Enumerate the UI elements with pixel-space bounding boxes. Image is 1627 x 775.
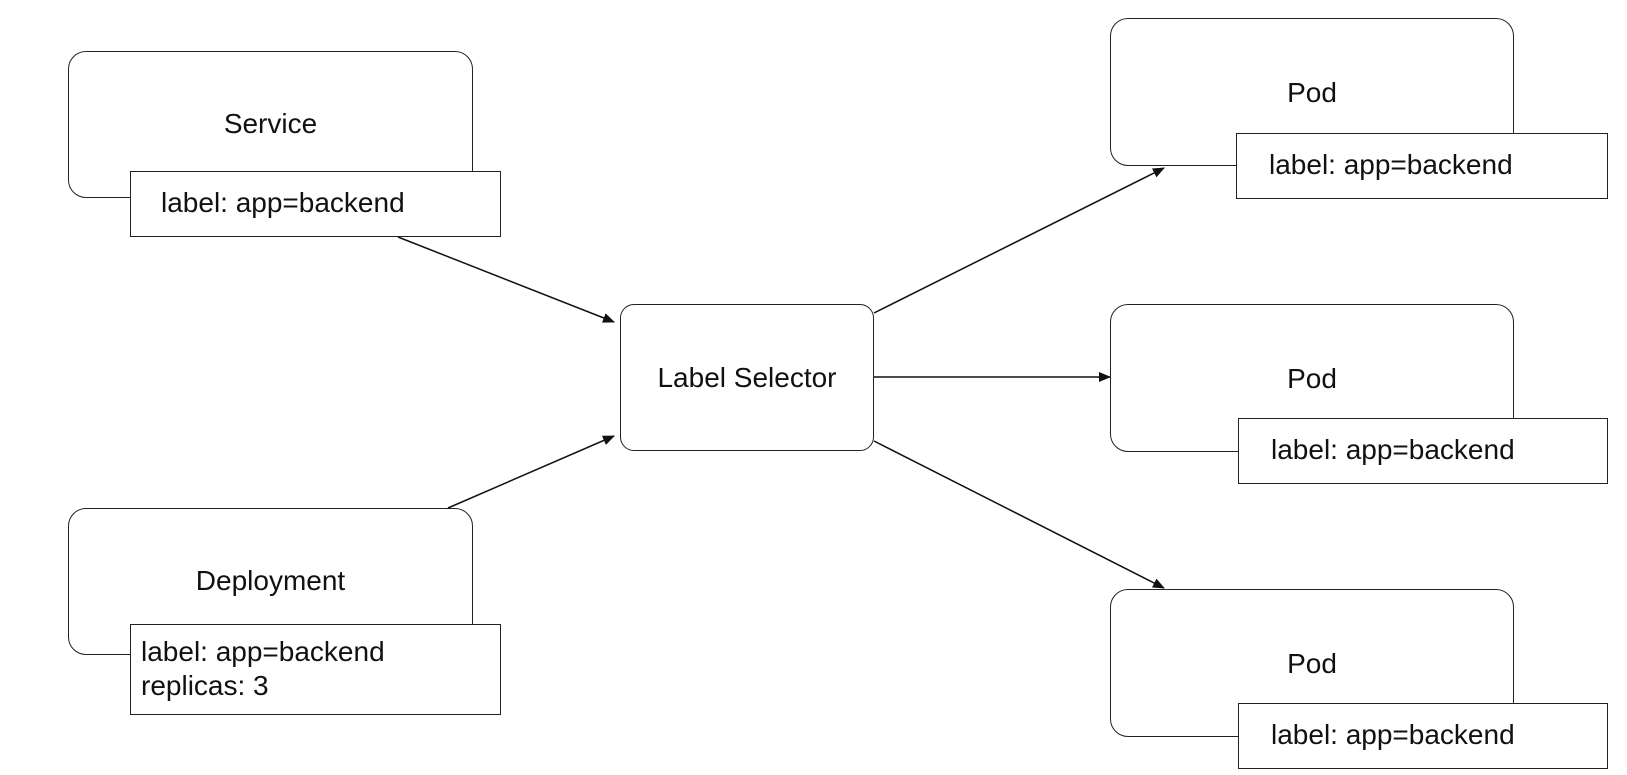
deployment-title: Deployment — [195, 565, 346, 596]
label-selector-title: Label Selector — [657, 361, 837, 393]
arrow-selector-to-pod-3 — [873, 440, 1165, 589]
pod-2-title: Pod — [1287, 363, 1337, 394]
service-label-text: label: app=backend — [161, 187, 405, 218]
deployment-label-tag: label: app=backend replicas: 3 — [130, 624, 501, 715]
pod-3-title: Pod — [1287, 648, 1337, 679]
pod-3-label-text: label: app=backend — [1271, 719, 1515, 750]
pod-2-label-text: label: app=backend — [1271, 434, 1515, 465]
arrow-deployment-to-selector — [447, 435, 615, 509]
service-title: Service — [223, 108, 318, 139]
deployment-replicas-text: replicas: 3 — [141, 670, 269, 701]
service-label-tag: label: app=backend — [130, 171, 501, 237]
pod-1-label-tag: label: app=backend — [1236, 133, 1608, 199]
label-selector-node: Label Selector — [620, 304, 874, 451]
arrow-selector-to-pod-1 — [873, 167, 1165, 314]
pod-2-label-tag: label: app=backend — [1238, 418, 1608, 484]
deployment-label-text: label: app=backend — [141, 636, 385, 667]
arrow-service-to-selector — [397, 236, 615, 323]
pod-1-title: Pod — [1287, 77, 1337, 108]
pod-3-label-tag: label: app=backend — [1238, 703, 1608, 769]
pod-1-label-text: label: app=backend — [1269, 149, 1513, 180]
